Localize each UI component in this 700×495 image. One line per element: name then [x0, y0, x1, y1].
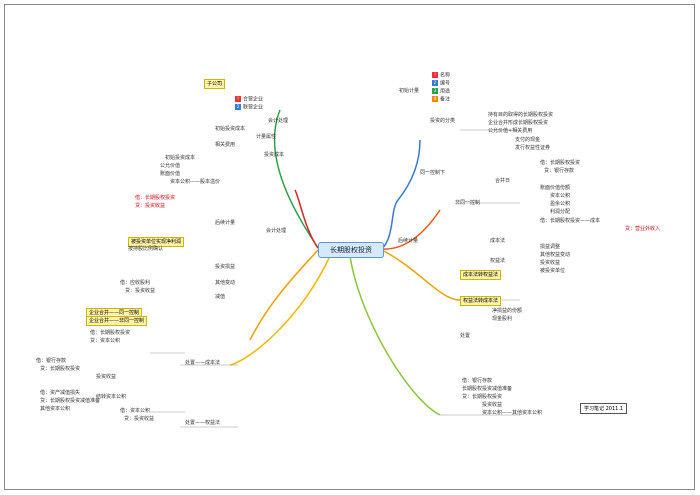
right-note-2: 公允价值+相关费用: [488, 128, 533, 134]
left-bottom-title[interactable]: 处置——成本法: [185, 360, 221, 366]
right-note-18: 净损益的份额: [492, 308, 523, 314]
left-note-9: 贷：长期股权投资减值准备: [40, 398, 101, 404]
left-m4: 相关费用: [215, 142, 236, 148]
legend-item-1: !名称: [432, 72, 450, 79]
left-note-1: 公允价值: [160, 163, 181, 169]
left-note-2: 账面价值: [160, 171, 181, 177]
topic-subsequent-measure[interactable]: 后续计量: [398, 238, 419, 244]
right-note-15: 其他权益变动: [540, 252, 571, 258]
bottom-entry-1: 长期股权投资减值准备: [462, 386, 513, 392]
right-note-8: 账面价值份额: [540, 185, 571, 191]
left-m2: 初始投资成本: [215, 126, 246, 132]
right-note-1: 企业合并形成长期股权投资: [488, 120, 549, 126]
bottom-entry-0: 借：银行存款: [462, 378, 493, 384]
signature-box: 学习笔记 2011.1: [580, 403, 628, 414]
right-note-4: 发行权益性证券: [515, 145, 551, 151]
left-yellow-top[interactable]: 子公司: [204, 79, 226, 89]
blue-flag-icon: 2: [432, 80, 438, 86]
topic-non-same-control[interactable]: 非同一控制: [455, 200, 481, 206]
left-note-4: 借：应收股利: [120, 280, 151, 286]
central-topic[interactable]: 长期股权投资: [318, 242, 384, 258]
left-jv: !合营企业: [235, 96, 263, 103]
left-m10[interactable]: 减值: [215, 294, 226, 300]
right-note-7: 合并日: [495, 178, 511, 184]
topic-classification[interactable]: 投资的分类: [430, 118, 456, 124]
right-note-0: 持有目的取得的长期股权投资: [488, 112, 554, 118]
left-yellow-3[interactable]: 被投资单位实现净利润: [128, 237, 185, 247]
blue-flag-icon: 2: [235, 104, 241, 110]
branch-right-top: [381, 139, 421, 250]
right-note-11: 利润分配: [550, 209, 571, 215]
right-note-9: 资本公积: [550, 193, 571, 199]
right-note-12: 借：长期股权投资——成本: [540, 218, 601, 224]
left-m3: 计量属性: [256, 134, 277, 140]
right-note-19: 现金股利: [492, 316, 513, 322]
left-m5[interactable]: 投资成本: [264, 152, 285, 158]
branch-left-bottom: [229, 255, 331, 366]
left-m9[interactable]: 其他变动: [215, 280, 236, 286]
branch-right-bottom: [349, 255, 441, 416]
left-red-1: 借：长期股权投资: [135, 195, 176, 201]
right-note-3: 支付的现金: [515, 137, 541, 143]
topic-cost-method[interactable]: 成本法: [490, 238, 506, 244]
topic-cost-to-equity[interactable]: 成本法转权益法: [460, 270, 502, 280]
left-b6: 借：资本公积: [120, 408, 151, 414]
orange-flag-icon: 4: [432, 96, 438, 102]
left-b1: 借：银行存款: [36, 358, 67, 364]
topic-equity-to-cost[interactable]: 权益法转成本法: [460, 296, 502, 306]
right-note-6: 贷：银行存款: [544, 168, 575, 174]
left-m8[interactable]: 投资损益: [215, 264, 236, 270]
right-note-17: 被投资单位: [540, 268, 566, 274]
right-note-13: 贷：营业外收入: [625, 226, 661, 232]
right-note-16: 投资收益: [540, 260, 561, 266]
branch-left-low: [249, 249, 319, 341]
canvas-frame: [4, 4, 695, 490]
branch-right-mid: [381, 209, 441, 250]
bottom-entry-4: 资本公积——其他资本公积: [482, 410, 543, 416]
topic-initial-measure[interactable]: 初始计量: [399, 88, 420, 94]
left-note-7: 贷：资本公积: [90, 338, 121, 344]
bottom-entry-3: 投资收益: [482, 402, 503, 408]
right-note-10: 盈余公积: [550, 201, 571, 207]
left-b3: 投资收益: [96, 374, 117, 380]
topic-equity-method[interactable]: 权益法: [490, 258, 506, 264]
branch-left-mid: [294, 189, 319, 249]
left-m7[interactable]: 会计处理: [266, 228, 287, 234]
left-bottom-title2[interactable]: 处置——权益法: [185, 420, 221, 426]
left-b7: 贷：投资收益: [124, 416, 155, 422]
left-note-5: 贷：投资收益: [125, 288, 156, 294]
left-note-0: 初始投资成本: [165, 155, 196, 161]
left-red-2: 贷：投资收益: [135, 203, 166, 209]
green-flag-icon: 3: [432, 88, 438, 94]
left-yellow-4: 按持股比例确认: [128, 246, 164, 252]
bottom-entry-2: 贷：长期股权投资: [462, 394, 503, 400]
red-flag-icon: !: [432, 72, 438, 78]
right-note-5: 借：长期股权投资: [540, 160, 581, 166]
left-m1[interactable]: 会计处理: [268, 118, 289, 124]
left-note-8: 借：资产减值损失: [40, 390, 81, 396]
topic-same-control[interactable]: 同一控制下: [420, 170, 446, 176]
red-flag-icon: !: [235, 96, 241, 102]
right-note-14: 损益调整: [540, 244, 561, 250]
left-note-3: 资本公积——股本溢价: [170, 179, 221, 185]
branch-right-low: [381, 249, 461, 301]
left-b4: 结转资本公积: [96, 394, 127, 400]
left-m6[interactable]: 后续计量: [215, 220, 236, 226]
left-note-6: 借：长期股权投资: [90, 330, 131, 336]
left-yellow-2[interactable]: 企业合并——非同一控制: [86, 316, 148, 326]
left-b2: 贷：长期股权投资: [40, 366, 81, 372]
topic-disposal[interactable]: 处置: [460, 333, 471, 339]
left-b5: 其他资本公积: [40, 406, 71, 412]
